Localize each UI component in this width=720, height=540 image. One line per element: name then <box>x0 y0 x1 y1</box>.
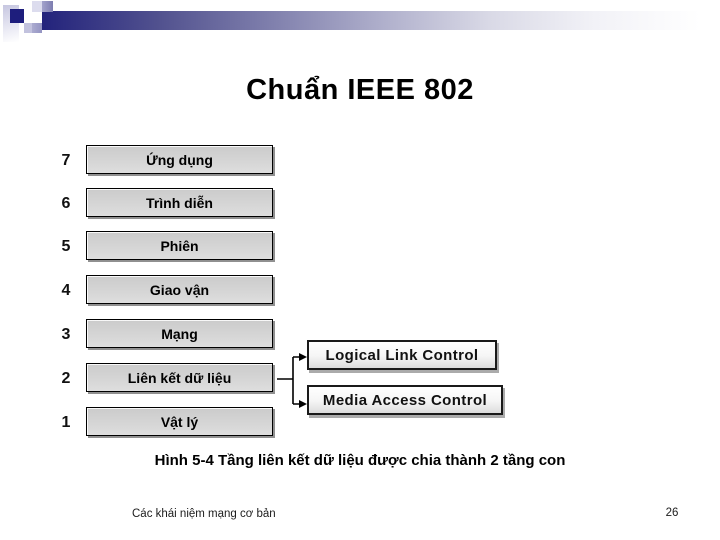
layer-box-application: Ứng dụng <box>86 145 273 174</box>
deco-square-small-b <box>32 23 42 33</box>
layer-box-datalink: Liên kết dữ liệu <box>86 363 273 392</box>
layer-box-presentation: Trình diễn <box>86 188 273 217</box>
layer-box-session: Phiên <box>86 231 273 260</box>
deco-square-pale <box>32 1 42 12</box>
layer-box-physical: Vật lý <box>86 407 273 436</box>
layer-number-4: 4 <box>61 282 71 299</box>
header-gradient-bar <box>42 11 700 30</box>
layer-number-5: 5 <box>61 238 71 255</box>
page-title: Chuẩn IEEE 802 <box>246 74 474 106</box>
datalink-split-connector <box>277 353 307 408</box>
figure-caption: Hình 5-4 Tầng liên kết dữ liệu được chia… <box>154 452 566 469</box>
layer-number-3: 3 <box>61 326 71 343</box>
deco-square-navy <box>10 9 24 23</box>
footer-text: Các khái niệm mạng cơ bản <box>132 508 276 520</box>
layer-box-transport: Giao vận <box>86 275 273 304</box>
deco-square-small-a <box>24 23 32 33</box>
deco-square-slate <box>42 1 53 12</box>
layer-number-1: 1 <box>61 414 71 431</box>
layer-number-6: 6 <box>61 195 71 212</box>
sublayer-box-mac: Media Access Control <box>307 385 503 415</box>
layer-box-network: Mạng <box>86 319 273 348</box>
layer-number-7: 7 <box>61 152 71 169</box>
layer-number-2: 2 <box>61 370 71 387</box>
sublayer-box-llc: Logical Link Control <box>307 340 497 370</box>
page-number: 26 <box>665 507 679 519</box>
